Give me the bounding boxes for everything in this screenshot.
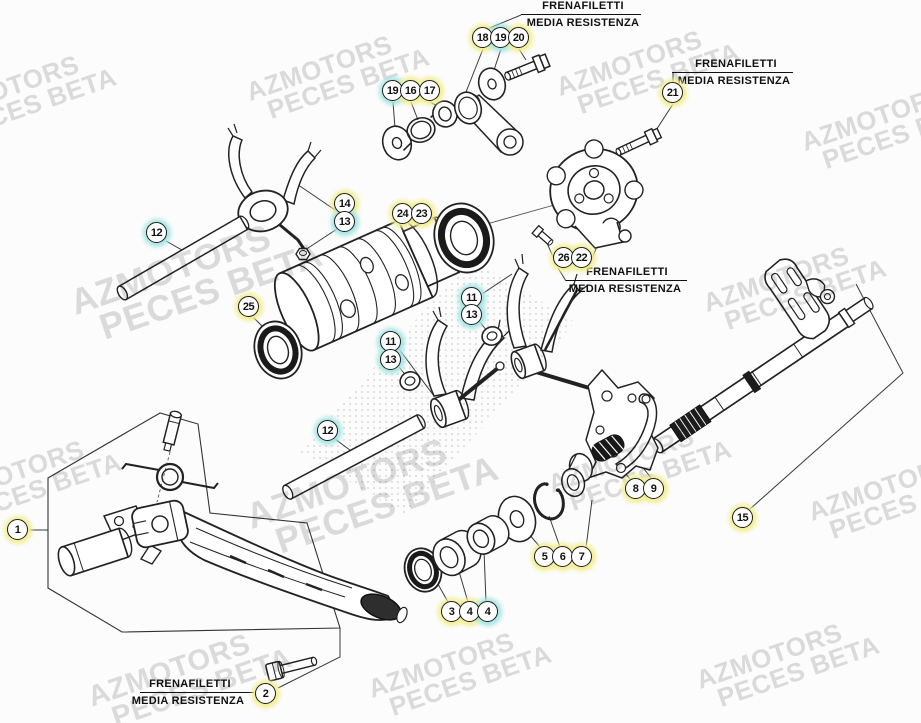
pawl-arm-9 xyxy=(614,393,658,471)
callout-9[interactable]: 9 xyxy=(643,478,664,499)
bearing-ring-23 xyxy=(433,202,495,274)
bushing-17 xyxy=(432,100,458,128)
callout-24[interactable]: 24 xyxy=(392,203,413,224)
seal-ring-25 xyxy=(253,320,303,380)
washer-ring-18 xyxy=(453,91,483,125)
callout-18[interactable]: 18 xyxy=(472,27,493,48)
fork-nut xyxy=(295,247,311,261)
washer-19b xyxy=(477,67,507,101)
bolt-21 xyxy=(615,127,663,157)
callout-13[interactable]: 13 xyxy=(380,349,401,370)
washer-19 xyxy=(381,125,413,161)
callout-26[interactable]: 26 xyxy=(553,247,574,268)
fork-rod-upper xyxy=(116,215,250,301)
fork-rod-lower xyxy=(282,414,426,500)
gearshift-shaft xyxy=(650,258,874,454)
detent-spring-8 xyxy=(591,434,625,462)
bolt-20 xyxy=(504,53,551,81)
bushing-4b xyxy=(466,515,510,555)
cam-roller xyxy=(618,229,632,243)
callout-4[interactable]: 4 xyxy=(459,601,480,622)
shift-fork-right xyxy=(506,253,603,396)
assembly-bracket xyxy=(47,412,341,633)
callout-7[interactable]: 7 xyxy=(571,546,592,567)
bushing-13b xyxy=(399,371,421,391)
pedal-spring xyxy=(121,462,219,492)
callout-15[interactable]: 15 xyxy=(732,507,753,528)
callout-4[interactable]: 4 xyxy=(477,601,498,622)
circlip-6 xyxy=(533,482,565,521)
callout-17[interactable]: 17 xyxy=(419,80,440,101)
spacer-7 xyxy=(561,452,593,498)
callout-23[interactable]: 23 xyxy=(411,203,432,224)
detent-lever-group xyxy=(585,369,659,479)
shift-fork-upper xyxy=(227,123,322,250)
shift-fork-center xyxy=(425,306,512,429)
callout-21[interactable]: 21 xyxy=(662,82,683,103)
gear-pedal xyxy=(131,499,408,624)
callout-12[interactable]: 12 xyxy=(146,222,167,243)
callout-22[interactable]: 22 xyxy=(571,247,592,268)
callout-16[interactable]: 16 xyxy=(400,80,421,101)
shift-drum xyxy=(273,216,464,352)
bearing-3 xyxy=(403,547,443,593)
shift-cam-star xyxy=(546,139,644,237)
bolt-22 xyxy=(531,224,554,246)
callout-13[interactable]: 13 xyxy=(461,304,482,325)
bolt-2 xyxy=(265,656,318,682)
callout-12[interactable]: 12 xyxy=(317,420,338,441)
callout-20[interactable]: 20 xyxy=(508,27,529,48)
callout-2[interactable]: 2 xyxy=(255,683,276,704)
pedal-pin xyxy=(162,410,183,452)
callout-25[interactable]: 25 xyxy=(238,296,259,317)
bushing-13 xyxy=(481,326,503,346)
callout-1[interactable]: 1 xyxy=(7,519,28,540)
callout-6[interactable]: 6 xyxy=(552,546,573,567)
callout-13[interactable]: 13 xyxy=(334,211,355,232)
